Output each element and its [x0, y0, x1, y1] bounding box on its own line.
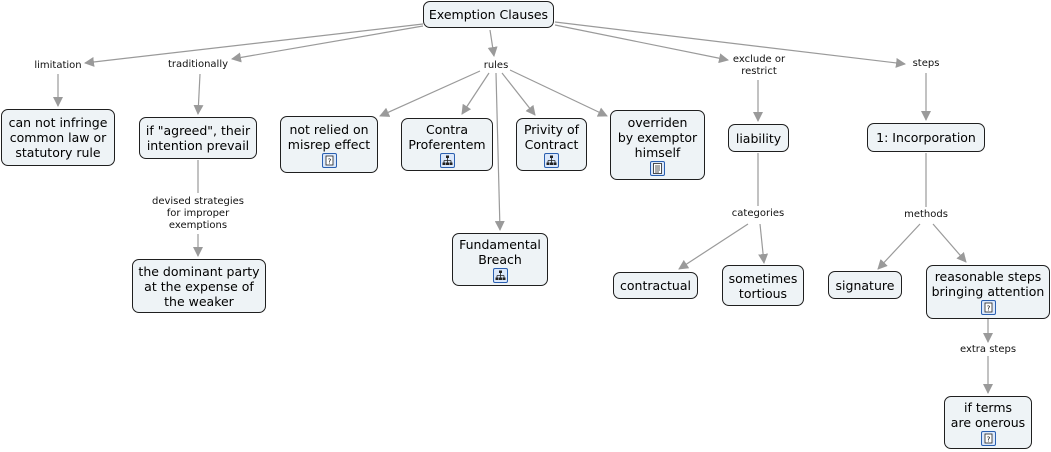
- question-doc-icon[interactable]: ?: [980, 300, 996, 315]
- node-signature[interactable]: signature: [828, 271, 902, 299]
- line-root-exclude: [554, 24, 729, 64]
- line-categories-contractual: [678, 223, 749, 270]
- node-label: contractual: [620, 278, 691, 293]
- node-reasonable-steps[interactable]: reasonable steps bringing attention ?: [926, 265, 1050, 319]
- line-rules-overriden: [509, 69, 608, 117]
- node-dominant-party[interactable]: the dominant party at the expense of the…: [132, 259, 266, 313]
- node-label: Contra Proferentem: [408, 121, 486, 152]
- concept-map-icon[interactable]: [439, 152, 455, 168]
- line-root-rules: [487, 29, 498, 57]
- line-rules-privity: [501, 72, 536, 116]
- node-label: not relied on misrep effect: [287, 121, 371, 152]
- node-label: signature: [835, 277, 895, 293]
- link-label-rules: rules: [482, 60, 510, 72]
- node-label: 1: Incorporation: [876, 130, 976, 145]
- text-doc-icon[interactable]: [650, 160, 665, 176]
- node-overriden-by-exemptor[interactable]: overriden by exemptor himself: [610, 110, 705, 180]
- link-label-steps: steps: [911, 58, 941, 70]
- node-incorporation[interactable]: 1: Incorporation: [867, 123, 985, 152]
- node-not-relied-on-misrep[interactable]: not relied on misrep effect ?: [280, 116, 378, 173]
- line-root-limitation: [84, 23, 424, 67]
- node-label: if "agreed", their intention prevail: [145, 123, 251, 153]
- node-fundamental-breach[interactable]: Fundamental Breach: [452, 233, 548, 286]
- question-doc-icon[interactable]: ?: [321, 152, 337, 168]
- node-contractual[interactable]: contractual: [613, 272, 698, 299]
- line-rules-contra: [461, 72, 490, 115]
- link-label-categories: categories: [730, 208, 786, 220]
- svg-text:?: ?: [327, 157, 331, 165]
- node-terms-onerous[interactable]: if terms are onerous ?: [944, 396, 1032, 449]
- svg-text:?: ?: [986, 435, 990, 443]
- svg-text:?: ?: [986, 304, 990, 312]
- line-root-traditionally: [231, 25, 424, 63]
- line-rules-fundamental: [494, 72, 505, 231]
- node-liability[interactable]: liability: [728, 124, 789, 152]
- line-methods-signature: [877, 223, 921, 270]
- node-contra-proferentem[interactable]: Contra Proferentem: [401, 118, 493, 171]
- line-categories-tortious: [758, 223, 769, 264]
- question-doc-icon[interactable]: ?: [980, 430, 996, 446]
- node-label: if terms are onerous: [950, 399, 1026, 430]
- link-label-limitation: limitation: [33, 60, 83, 72]
- line-methods-reasonable: [932, 223, 967, 263]
- node-label: Privity of Contract: [523, 121, 580, 152]
- line-traditionally-agreed: [193, 73, 204, 115]
- line-root-steps: [554, 21, 906, 68]
- link-label-traditionally: traditionally: [166, 59, 230, 71]
- node-label: overriden by exemptor himself: [617, 114, 698, 160]
- node-exemption-clauses[interactable]: Exemption Clauses: [423, 1, 554, 28]
- node-cannot-infringe[interactable]: can not infringe common law or statutory…: [1, 109, 115, 166]
- concept-map-icon[interactable]: [492, 267, 508, 283]
- concept-map-icon[interactable]: [544, 152, 559, 168]
- link-label-exclude-or-restrict: exclude or restrict: [731, 54, 787, 78]
- node-label: Fundamental Breach: [459, 236, 541, 267]
- node-privity-of-contract[interactable]: Privity of Contract: [516, 118, 587, 171]
- link-label-extra-steps: extra steps: [958, 344, 1018, 356]
- link-label-devised-strategies: devised strategies for improper exemptio…: [150, 196, 246, 232]
- node-if-agreed[interactable]: if "agreed", their intention prevail: [139, 117, 257, 159]
- link-label-methods: methods: [903, 209, 949, 221]
- node-label: the dominant party at the expense of the…: [138, 263, 260, 309]
- node-label: liability: [735, 130, 782, 146]
- node-label: sometimes tortious: [728, 270, 798, 301]
- line-rules-misrep: [379, 70, 481, 117]
- node-label: can not infringe common law or statutory…: [8, 115, 108, 160]
- node-label: Exemption Clauses: [428, 7, 549, 22]
- node-sometimes-tortious[interactable]: sometimes tortious: [722, 265, 804, 306]
- node-label: reasonable steps bringing attention: [931, 269, 1045, 299]
